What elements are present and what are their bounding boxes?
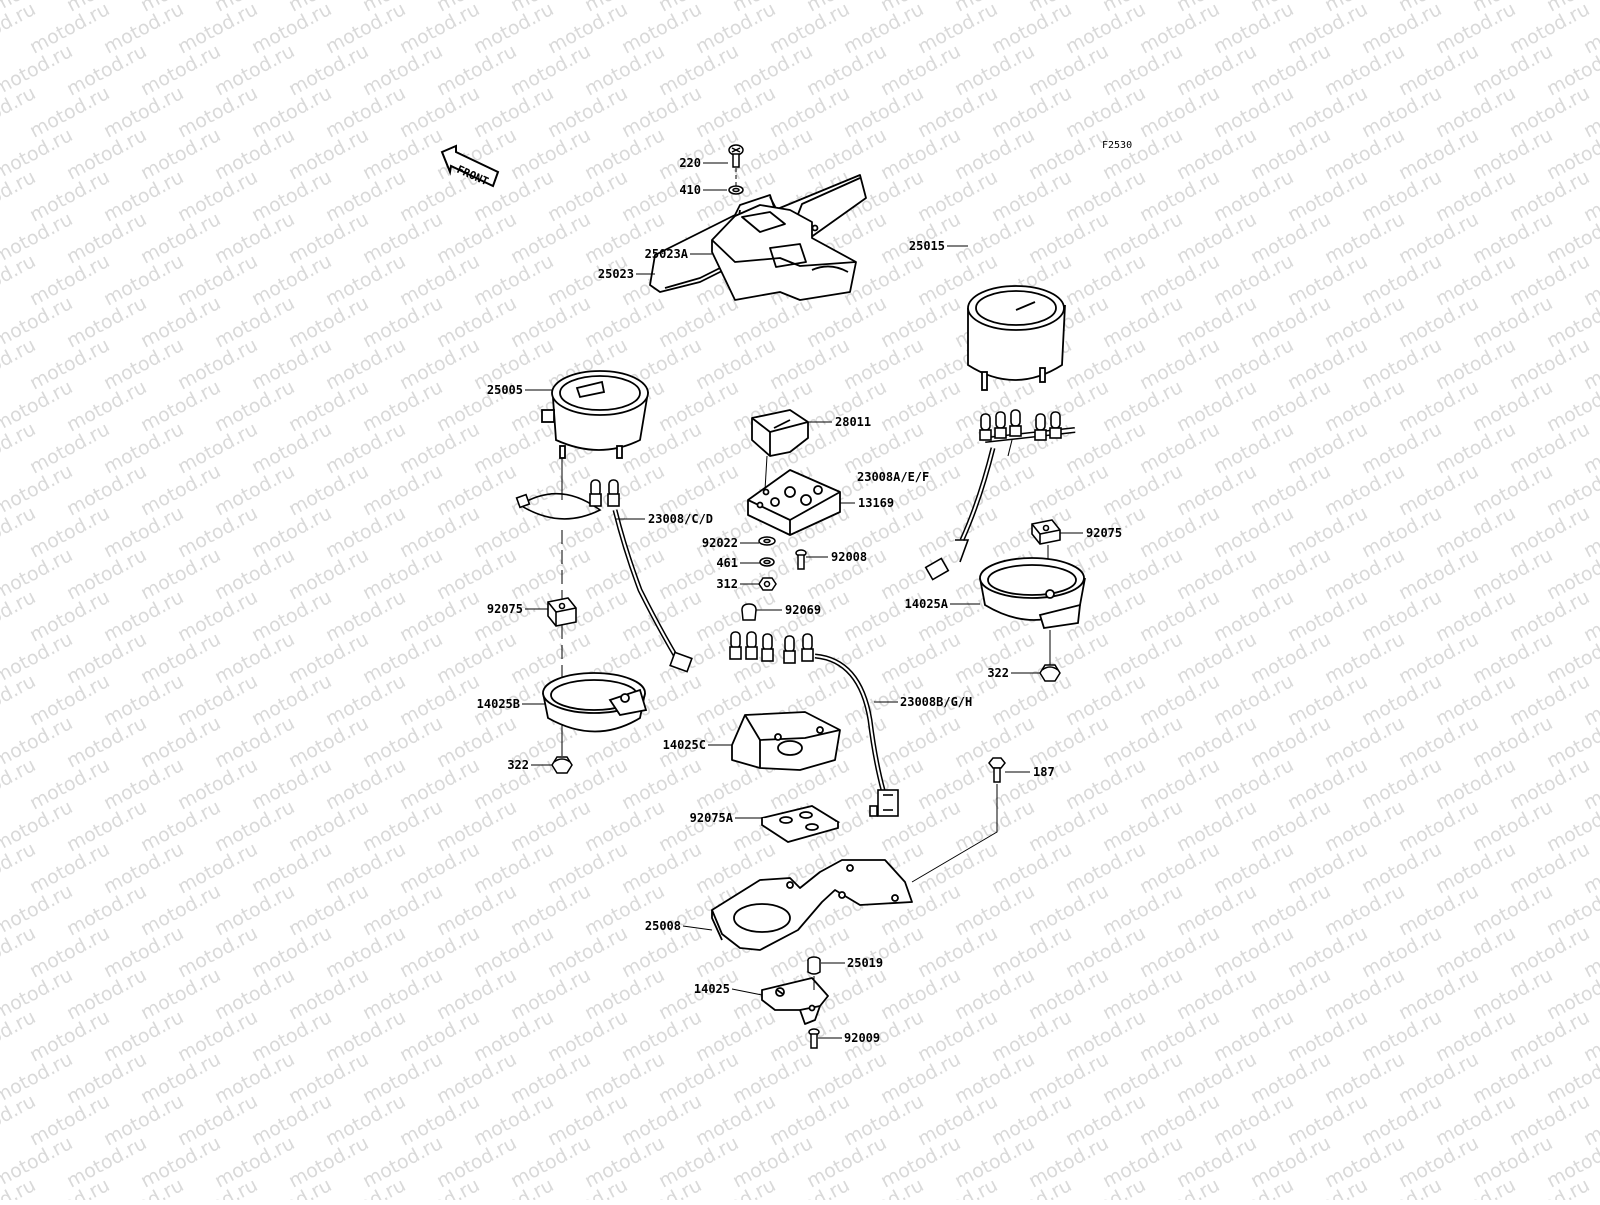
part-labels: 220 410 25023 25023A 25015 25005 28011 2…: [477, 156, 1122, 1045]
label-92075a: 92075A: [690, 811, 734, 825]
harness-23008aef-part: [924, 409, 1076, 581]
label-25015: 25015: [909, 239, 945, 253]
label-92075-right: 92075: [1086, 526, 1122, 540]
label-312: 312: [716, 577, 738, 591]
bracket-25008-part: [711, 859, 913, 951]
label-23008aef: 23008A/E/F: [857, 470, 929, 484]
label-14025: 14025: [694, 982, 730, 996]
label-23008bgh: 23008B/G/H: [900, 695, 972, 709]
damper-92075-right-part: [1031, 519, 1061, 545]
label-92069: 92069: [785, 603, 821, 617]
label-23008cd: 23008/C/D: [648, 512, 713, 526]
nut-322-right-icon: [1039, 664, 1061, 682]
label-92075-left: 92075: [487, 602, 523, 616]
label-322-right: 322: [987, 666, 1009, 680]
label-28011: 28011: [835, 415, 871, 429]
label-25008: 25008: [645, 919, 681, 933]
screw-92008-icon: [795, 549, 807, 570]
nut-322-left-icon: [551, 756, 573, 774]
bolt-187-icon: [988, 757, 1006, 783]
label-461: 461: [716, 556, 738, 570]
pad-92075a-part: [759, 805, 841, 843]
bracket-14025-part: [761, 977, 829, 1025]
harness-23008cd-part: [515, 479, 693, 673]
harness-23008bgh-part: [729, 631, 899, 817]
washer-410-icon: [728, 185, 744, 195]
case-14025a-part: [979, 557, 1086, 630]
gauge-25005-part: [541, 370, 649, 459]
collar-25019-icon: [807, 956, 821, 975]
label-25023: 25023: [598, 267, 634, 281]
screw-220-icon: [728, 144, 744, 168]
label-14025a: 14025A: [905, 597, 949, 611]
nut-312-icon: [758, 577, 777, 591]
leader-lines: [522, 162, 1083, 1039]
damper-92075-left-part: [547, 597, 577, 627]
label-187: 187: [1033, 765, 1055, 779]
label-14025b: 14025B: [477, 697, 520, 711]
meter-cover-25023a-part: [711, 204, 857, 301]
holder-13169-part: [747, 469, 841, 536]
washer-92022-icon: [758, 536, 776, 546]
label-13169: 13169: [858, 496, 894, 510]
washer-461-icon: [759, 557, 775, 567]
label-220: 220: [679, 156, 701, 170]
label-92008: 92008: [831, 550, 867, 564]
label-92022: 92022: [702, 536, 738, 550]
label-14025c: 14025C: [663, 738, 706, 752]
label-322-left: 322: [507, 758, 529, 772]
diagram-code: F2530: [1102, 140, 1132, 151]
indicator-28011-part: [751, 409, 809, 457]
label-25019: 25019: [847, 956, 883, 970]
label-92009: 92009: [844, 1031, 880, 1045]
label-25005: 25005: [487, 383, 523, 397]
screw-92009-icon: [808, 1028, 820, 1049]
bulb-92069-icon: [741, 603, 757, 621]
label-25023a: 25023A: [645, 247, 689, 261]
gauge-25015-part: [967, 285, 1066, 391]
case-14025b-part: [542, 672, 648, 733]
case-14025c-part: [731, 711, 841, 771]
label-410: 410: [679, 183, 701, 197]
